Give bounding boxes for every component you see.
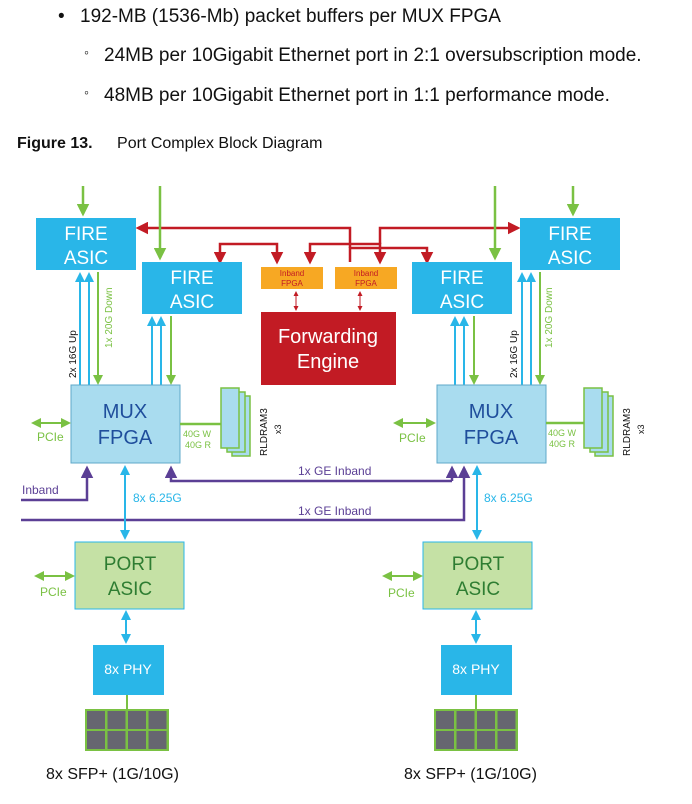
red-link-to-fire-asic-right-outer (378, 221, 521, 244)
sub-bullet-2: ◦ 48MB per 10Gigabit Ethernet port in 1:… (84, 84, 610, 106)
red-link-inband-cross (303, 242, 387, 265)
mux-fpga-right: MUX FPGA (436, 384, 547, 464)
mem-read-label: 40G R (549, 439, 576, 449)
fire-asic-left-inner: FIRE ASIC (142, 262, 242, 314)
phy-label: 8x PHY (452, 661, 500, 677)
pcie-label: PCIe (399, 431, 426, 445)
fire-asic-label-line2: ASIC (64, 248, 108, 269)
mux-fpga-left: MUX FPGA (70, 384, 181, 464)
sfp-port (128, 731, 146, 749)
sfp-port (497, 731, 516, 749)
figure-number: Figure 13. (17, 135, 93, 152)
figure-title: Port Complex Block Diagram (117, 135, 323, 152)
inband-fpga-label-line2: FPGA (355, 279, 377, 288)
inband-fpga-label-line1: Inband (354, 269, 378, 278)
inband-line-left (21, 465, 94, 502)
sfp-label-right: 8x SFP+ (1G/10G) (404, 766, 537, 783)
sfp-port (477, 731, 495, 749)
sub-bullet-dot: ◦ (84, 84, 89, 100)
sfp-port (477, 711, 495, 729)
inband-fpga-label-line2: FPGA (281, 279, 303, 288)
sfp-label-left: 8x SFP+ (1G/10G) (46, 766, 179, 783)
pcie-label: PCIe (37, 430, 64, 444)
port-asic-label-line2: ASIC (108, 579, 152, 600)
sfp-port (87, 711, 105, 729)
mux-fpga-label-line2: FPGA (98, 427, 153, 449)
sfp-port (107, 711, 126, 729)
mem-write-label: 40G W (183, 429, 212, 439)
sfp-port (436, 731, 454, 749)
sfp-ports-left (85, 709, 169, 751)
fire-asic-label-line2: ASIC (548, 248, 592, 269)
fire-asic-label-line1: FIRE (64, 224, 107, 245)
fire-asic-left-outer: FIRE ASIC (36, 218, 136, 270)
sfp-port (497, 711, 516, 729)
sfp-port (456, 731, 475, 749)
phy-label: 8x PHY (104, 661, 152, 677)
uplink-label-left: 2x 16G Up (68, 330, 79, 378)
sfp-port (148, 731, 167, 749)
ge-inband-label-lower: 1x GE Inband (298, 504, 371, 518)
bullet-main: • 192-MB (1536-Mb) packet buffers per MU… (58, 6, 501, 27)
mux-fpga-label-line1: MUX (103, 401, 147, 423)
fire-asic-label-line2: ASIC (170, 292, 214, 313)
fire-asic-right-outer: FIRE ASIC (520, 218, 620, 270)
sub-bullet-dot: ◦ (84, 44, 89, 60)
mux-fpga-label-line1: MUX (469, 401, 513, 423)
sfp-port (148, 711, 167, 729)
rldram-label-left: RLDRAM3 (259, 408, 270, 456)
mux-fpga-label-line2: FPGA (464, 427, 519, 449)
downlink-label-right: 1x 20G Down (544, 287, 555, 348)
port-asic-left: PORT ASIC (74, 541, 185, 610)
rldram-stack-left (220, 387, 251, 457)
sfp-ports-right (434, 709, 518, 751)
rldram-stack-right (583, 387, 614, 457)
uplink-label-right: 2x 16G Up (509, 330, 520, 378)
ge-inband-line-upper (164, 465, 452, 483)
sub-bullet-1: ◦ 24MB per 10Gigabit Ethernet port in 2:… (84, 44, 642, 66)
forwarding-engine-label-line1: Forwarding (278, 326, 378, 348)
red-link-left-fire-inband (213, 242, 284, 265)
inband-fpga-left: Inband FPGA (261, 267, 323, 289)
inband-label: Inband (22, 483, 59, 497)
pcie-label: PCIe (40, 585, 67, 599)
port-asic-right: PORT ASIC (422, 541, 533, 610)
downlink-label-left: 1x 20G Down (104, 287, 115, 348)
sfp-port (107, 731, 126, 749)
phy-right: 8x PHY (441, 645, 512, 695)
bullet-dot: • (58, 6, 65, 27)
pcie-label: PCIe (388, 586, 415, 600)
sfp-port (436, 711, 454, 729)
red-link-to-fire-asic-right-inner (348, 246, 434, 265)
port-asic-label-line1: PORT (104, 554, 157, 575)
fire-asic-right-inner: FIRE ASIC (412, 262, 512, 314)
fire-asic-label-line1: FIRE (548, 224, 591, 245)
fire-asic-label-line2: ASIC (440, 292, 484, 313)
inband-fpga-right: Inband FPGA (335, 267, 397, 289)
sfp-port (128, 711, 146, 729)
fire-asic-label-line1: FIRE (170, 268, 213, 289)
mem-write-label: 40G W (548, 428, 577, 438)
red-control-links (135, 221, 521, 265)
ge-inband-label-upper: 1x GE Inband (298, 464, 371, 478)
rldram-count-right: x3 (636, 424, 646, 434)
phy-left: 8x PHY (93, 645, 164, 695)
sfp-port (87, 731, 105, 749)
fire-asic-label-line1: FIRE (440, 268, 483, 289)
port-asic-label-line2: ASIC (456, 579, 500, 600)
mem-read-label: 40G R (185, 440, 212, 450)
forwarding-engine-label-line2: Engine (297, 351, 359, 373)
red-link-to-fire-asic-left-outer (135, 221, 352, 248)
rldram-count-left: x3 (273, 424, 283, 434)
port-asic-label-line1: PORT (452, 554, 505, 575)
ge-inband-line-lower (21, 465, 471, 522)
rldram-label-right: RLDRAM3 (622, 408, 633, 456)
serdes-label-right: 8x 6.25G (484, 491, 533, 505)
serdes-label-left: 8x 6.25G (133, 491, 182, 505)
figure-caption: Figure 13. Port Complex Block Diagram (17, 135, 322, 153)
inband-fpga-label-line1: Inband (280, 269, 304, 278)
forwarding-engine: Forwarding Engine (261, 312, 396, 385)
sfp-port (456, 711, 475, 729)
